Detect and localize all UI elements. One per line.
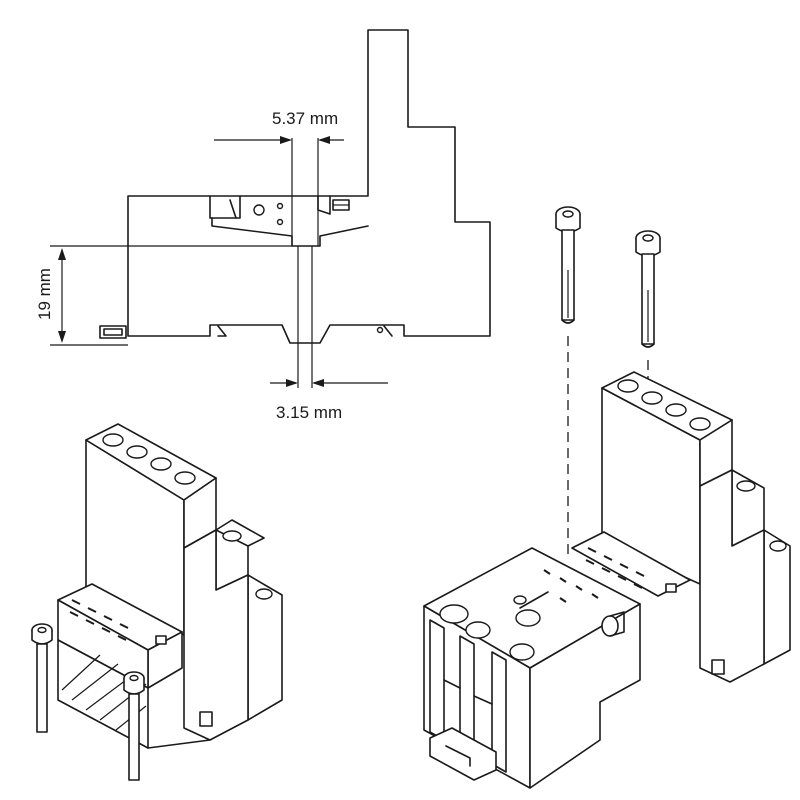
screw-left: [555, 206, 581, 324]
dimension-top-width: 5.37 mm: [214, 109, 344, 144]
dimension-label-top-width: 5.37 mm: [272, 109, 338, 128]
side-profile-view: [99, 29, 491, 388]
screw-right: [635, 230, 661, 348]
dimension-bottom-width: 3.15 mm: [270, 379, 388, 422]
dimension-label-height: 19 mm: [35, 268, 54, 320]
dimension-height: 19 mm: [35, 245, 292, 346]
isometric-socket-right: [423, 371, 791, 789]
dimension-label-bottom-width: 3.15 mm: [276, 403, 342, 422]
isometric-socket-left: [31, 423, 283, 781]
